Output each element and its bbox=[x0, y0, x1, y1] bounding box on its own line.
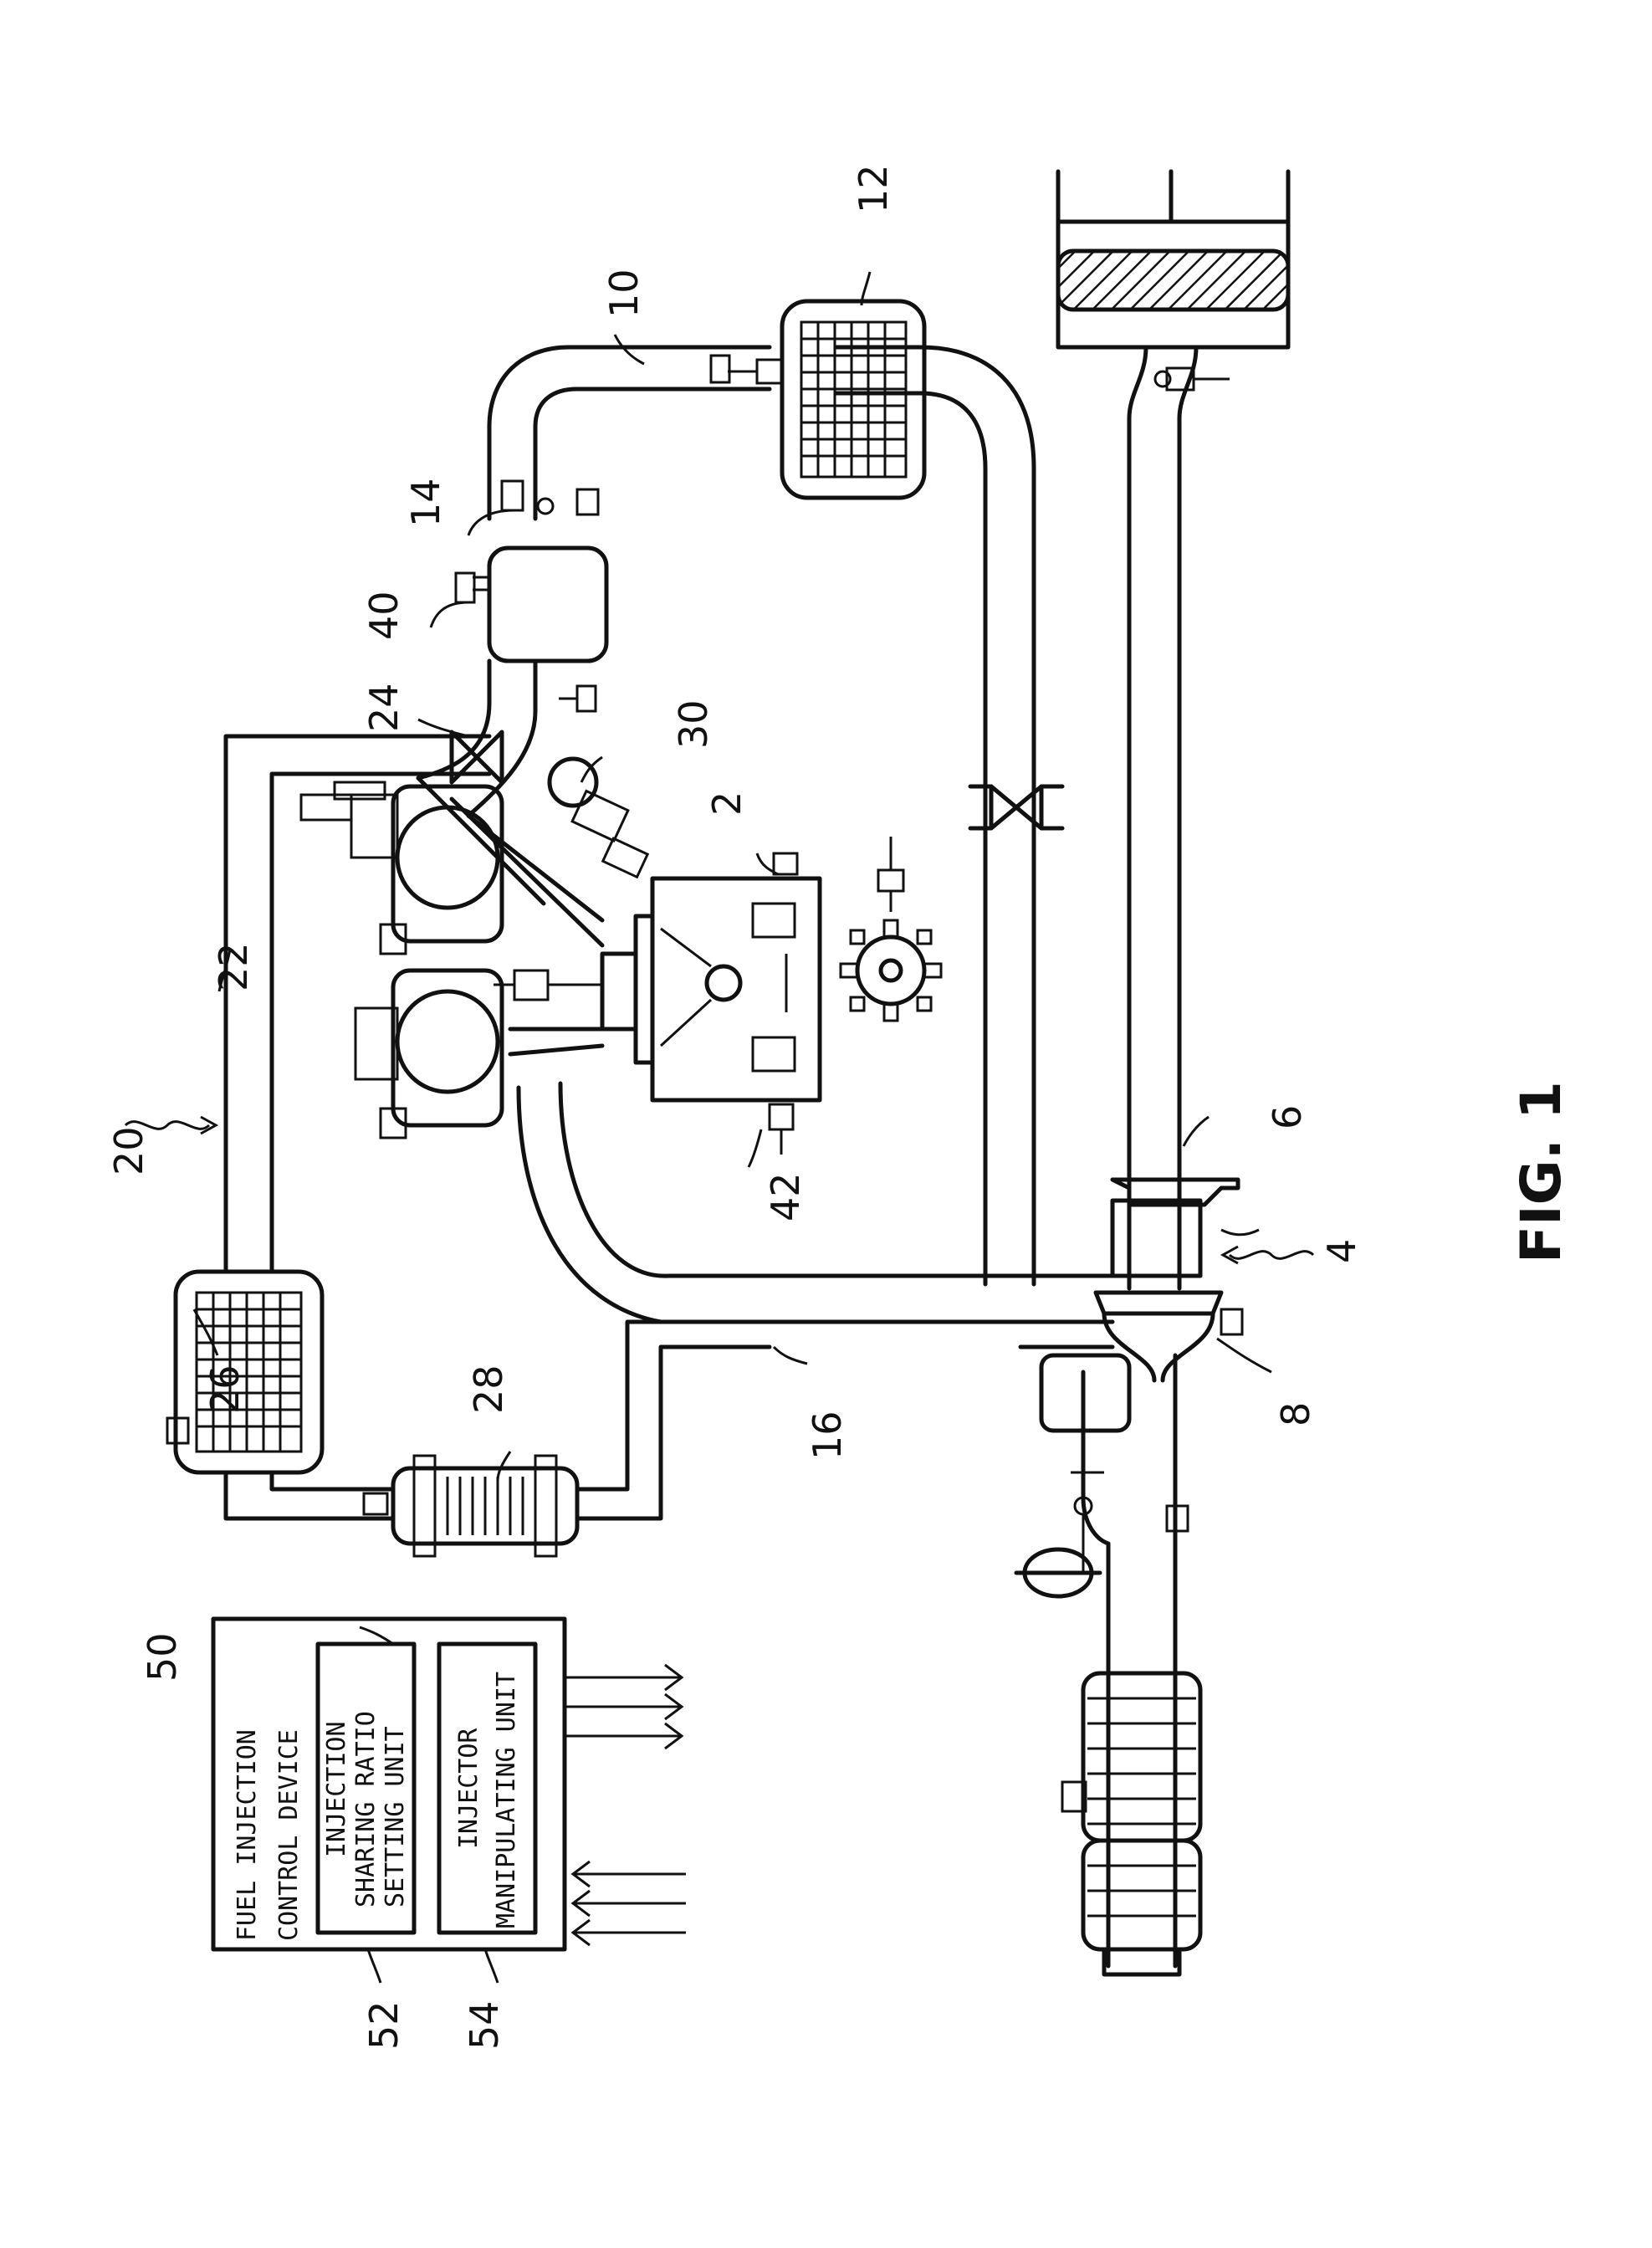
ref-54: 54 bbox=[462, 2000, 507, 2050]
ecu-title-line1: FUEL INJECTION bbox=[233, 1729, 262, 1941]
crank-wheel-icon bbox=[841, 837, 941, 1021]
turbocharger bbox=[1096, 1180, 1242, 1380]
ref-14: 14 bbox=[403, 478, 448, 527]
exhaust-passage bbox=[519, 1083, 1175, 1966]
unit-52-line2: SHARING RATIO bbox=[351, 1711, 381, 1907]
figure-caption: FIG. 1 bbox=[1509, 1081, 1573, 1263]
intake-pressure-sensor-icon bbox=[559, 686, 596, 711]
ref-42: 42 bbox=[763, 1172, 808, 1221]
ref-30: 30 bbox=[671, 699, 716, 749]
ref-50: 50 bbox=[140, 1632, 185, 1682]
egr-sensor-icon bbox=[364, 1493, 387, 1514]
intercooler bbox=[782, 301, 924, 498]
airflow-sensor-icon bbox=[1155, 368, 1230, 390]
ecu-input-arrows bbox=[573, 1861, 686, 1945]
ref-22: 22 bbox=[211, 942, 256, 991]
ref-24: 24 bbox=[361, 683, 407, 732]
unit-54-line1: INJECTOR bbox=[454, 1728, 483, 1849]
valve-actuator-upper bbox=[301, 782, 502, 954]
unit-52-line3: SETTING UNIT bbox=[381, 1726, 410, 1907]
ref-8: 8 bbox=[1273, 1402, 1318, 1426]
engine-sensor-icon bbox=[774, 853, 797, 874]
turbo-wavy-arrow bbox=[1230, 1252, 1313, 1259]
ref-26: 26 bbox=[202, 1365, 248, 1414]
exhaust-catalyst bbox=[1062, 1673, 1200, 1974]
ref-16: 16 bbox=[805, 1411, 850, 1460]
ref-4: 4 bbox=[1319, 1239, 1364, 1263]
engine-block bbox=[602, 878, 820, 1100]
ref-12: 12 bbox=[851, 164, 896, 213]
ref-6: 6 bbox=[1265, 1105, 1310, 1129]
unit-52-line1: INJECTION bbox=[322, 1721, 351, 1857]
ref-28: 28 bbox=[466, 1365, 511, 1414]
unit-54-line2: MANIPULATING UNIT bbox=[492, 1672, 521, 1928]
intake-sensor-icon bbox=[711, 356, 782, 383]
ecu-output-arrows bbox=[565, 1665, 682, 1749]
spark-plug-icon bbox=[494, 970, 602, 1000]
egr-catalyst bbox=[393, 1456, 577, 1556]
air-cleaner bbox=[1058, 172, 1288, 1288]
valve-actuator-lower bbox=[355, 970, 502, 1138]
fuel-injection-control-device: FUEL INJECTION CONTROL DEVICE INJECTION … bbox=[213, 1619, 565, 1949]
wastegate-actuator-icon bbox=[1016, 1549, 1100, 1596]
injector-30-icon bbox=[550, 759, 647, 877]
surge-tank bbox=[456, 548, 606, 661]
throttle-valve-icon bbox=[502, 481, 598, 515]
ecu-title-line2: CONTROL DEVICE bbox=[274, 1729, 304, 1941]
ref-2: 2 bbox=[704, 791, 749, 816]
ref-52: 52 bbox=[361, 2000, 407, 2050]
crank-sensor-icon bbox=[770, 1104, 793, 1155]
ref-40: 40 bbox=[361, 591, 407, 640]
ref-10: 10 bbox=[601, 269, 647, 318]
ref-20: 20 bbox=[106, 1126, 151, 1175]
